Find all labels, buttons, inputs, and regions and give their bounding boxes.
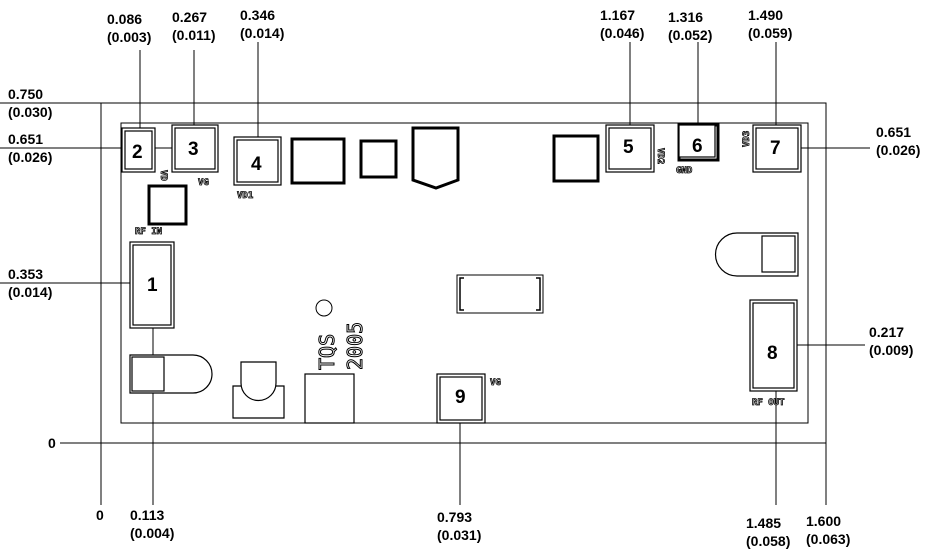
label-rf-in: RF IN [135,227,162,237]
dim-pad1-mil: (0.014) [8,284,52,300]
dim-pad2-x-mil: (0.003) [107,29,151,45]
pad-9: 9 [436,373,486,424]
dim-y-top-mil: (0.030) [8,104,52,120]
year-label: 2005 [343,322,367,370]
right-via-component [714,232,799,277]
dim-pad1-x-mil: (0.004) [130,525,174,541]
dim-pad8-y-mm: 0.217 [869,324,904,340]
label-vd: VD [158,170,168,181]
dim-pad8-y-mil: (0.009) [869,342,913,358]
label-vd3: VD3 [742,131,752,147]
dim-y-top-mm: 0.750 [8,86,43,102]
dim-x-right-mil: (0.063) [806,531,850,547]
svg-text:2: 2 [132,142,143,163]
svg-text:7: 7 [770,138,781,159]
dim-pad4-mil: (0.014) [240,25,284,41]
pad-4: 4 [233,136,282,186]
center-resistor [456,274,544,314]
dim-pad3-mil: (0.011) [172,27,216,43]
dim-pad6-mil: (0.052) [668,27,712,43]
dim-x-right-mm: 1.600 [806,513,841,529]
dim-y-zero: 0 [48,435,56,451]
dim-pad2-y-mm: 0.651 [8,131,43,147]
pad-5: 5 [605,124,655,173]
shield-component [411,126,460,190]
dimension-lines [0,42,870,505]
logo-tqs: TQS [315,334,339,370]
dim-pad5-mil: (0.046) [600,25,644,41]
square-component [304,373,355,424]
dim-pad6-mm: 1.316 [668,9,703,25]
cup-component [232,361,285,419]
label-vd1: VD1 [237,191,253,201]
pad-1: 1 [129,241,175,329]
svg-text:5: 5 [623,137,634,158]
dim-x-zero: 0 [96,507,104,523]
dim-pad8-x-mm: 1.485 [746,515,781,531]
svg-text:1: 1 [147,275,158,296]
left-via-component [129,354,213,394]
svg-text:9: 9 [455,387,466,408]
label-vg: VG [198,178,209,188]
logo-mark-icon [315,299,333,317]
dim-pad2-y-mil: (0.026) [8,149,52,165]
dim-pad1-x-mm: 0.113 [130,507,164,523]
pad-2: 2 [121,127,156,173]
capacitor-c [552,134,600,183]
pad-6: 6 [677,123,720,162]
capacitor-b [359,139,398,179]
dim-pad8-x-mil: (0.058) [746,533,790,549]
dim-pad4-mm: 0.346 [240,7,275,23]
label-vg-2: VG [490,378,501,388]
rf-in-component [147,184,188,226]
dim-pad7-y-mil: (0.026) [876,142,920,158]
label-rf-out: RF OUT [752,398,785,408]
svg-text:3: 3 [188,139,199,160]
dim-pad5-mm: 1.167 [600,7,635,23]
label-vd2: VD2 [655,148,665,164]
dim-pad7-x-mil: (0.059) [748,25,792,41]
capacitor-a [290,137,346,185]
dim-pad7-y-mm: 0.651 [876,124,911,140]
svg-text:6: 6 [692,136,703,157]
dim-pad3-mm: 0.267 [172,9,207,25]
svg-text:4: 4 [251,154,262,175]
pad-3: 3 [171,124,219,173]
label-gnd: GND [676,166,693,176]
dim-pad9-mil: (0.031) [437,527,481,543]
pad-8: 8 [749,299,798,392]
pad-7: 7 [752,124,802,173]
dim-pad7-x-mm: 1.490 [748,7,783,23]
svg-text:8: 8 [767,343,778,364]
dim-pad9-mm: 0.793 [437,509,472,525]
dim-pad2-x-mm: 0.086 [107,11,142,27]
dim-pad1-mm: 0.353 [8,266,43,282]
